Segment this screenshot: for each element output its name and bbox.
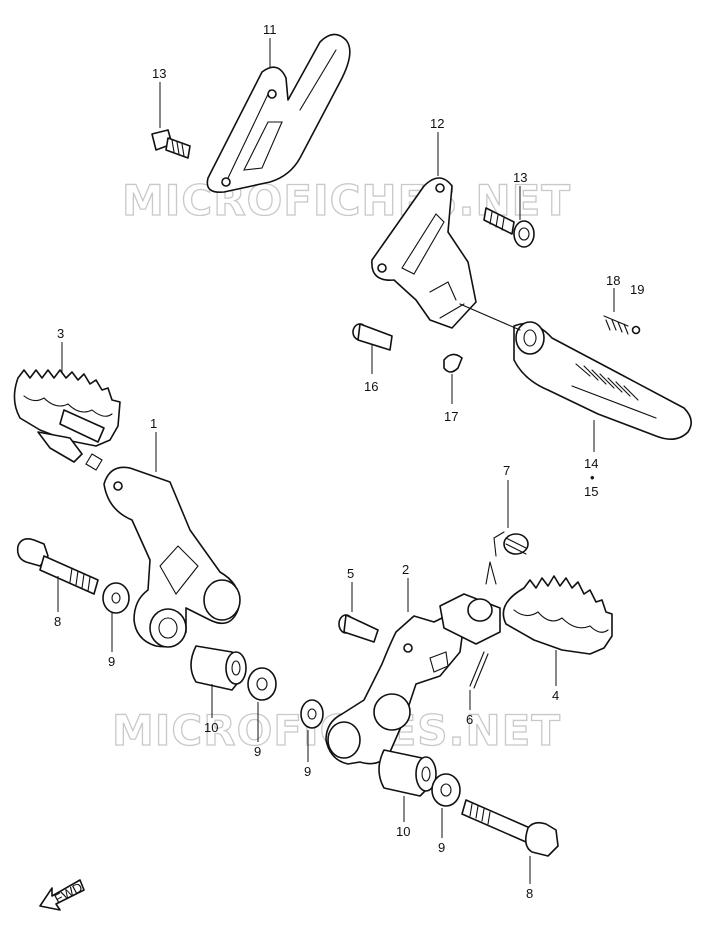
- label-13-right: 13: [513, 170, 527, 185]
- part-5-pin: [338, 614, 379, 643]
- label-19: 19: [630, 282, 644, 297]
- label-8-left: 8: [54, 614, 61, 629]
- part-4-footpeg-right: [439, 561, 613, 655]
- part-13-bolt-left: [151, 129, 191, 159]
- part-14-footpeg-right: [513, 321, 692, 440]
- part-19-ball: [631, 325, 641, 335]
- part-16-pin: [352, 323, 393, 351]
- label-11: 11: [263, 22, 277, 37]
- part-13-bolt-right: [483, 207, 535, 248]
- part-9-washer-right-1: [300, 699, 324, 729]
- label-5: 5: [347, 566, 354, 581]
- label-10-left: 10: [204, 720, 218, 735]
- part-9-washer-left-2: [247, 667, 277, 701]
- label-14-dot: •: [590, 470, 595, 485]
- part-3-footpeg-left: [13, 369, 121, 463]
- label-12: 12: [430, 116, 444, 131]
- part-9-washer-right-2: [431, 773, 461, 807]
- label-18: 18: [606, 273, 620, 288]
- part-18-spring: [603, 315, 629, 335]
- part-1-bracket-left: [85, 453, 241, 648]
- label-9-right-1: 9: [304, 764, 311, 779]
- part-8-bolt-right: [461, 799, 559, 857]
- part-10-bushing-left: [190, 645, 247, 691]
- label-14: 14: [584, 456, 598, 471]
- label-4: 4: [552, 688, 559, 703]
- label-17: 17: [444, 409, 458, 424]
- label-6: 6: [466, 712, 473, 727]
- label-9-left-1: 9: [108, 654, 115, 669]
- part-2-bracket-right: [325, 613, 465, 765]
- part-8-bolt-left: [16, 538, 99, 595]
- part-6-cotter-pin: [469, 651, 489, 689]
- part-10-bushing-right: [378, 749, 437, 797]
- label-15: 15: [584, 484, 598, 499]
- label-3: 3: [57, 326, 64, 341]
- label-2: 2: [402, 562, 409, 577]
- part-7-spring: [493, 531, 529, 557]
- label-10-right: 10: [396, 824, 410, 839]
- connector-12-14: [459, 303, 521, 331]
- label-1: 1: [150, 416, 157, 431]
- label-13-left: 13: [152, 66, 166, 81]
- leader-lines: [57, 38, 615, 884]
- label-8-right: 8: [526, 886, 533, 901]
- label-9-left-2: 9: [254, 744, 261, 759]
- fwd-label: FWD: [52, 879, 85, 906]
- part-9-washer-left-1: [102, 582, 130, 614]
- label-16: 16: [364, 379, 378, 394]
- label-7: 7: [503, 463, 510, 478]
- part-11-bracket: [206, 33, 351, 194]
- label-9-right-2: 9: [438, 840, 445, 855]
- fwd-arrow-icon: FWD: [39, 879, 85, 911]
- part-17-clip: [443, 353, 463, 373]
- part-12-bracket: [371, 177, 477, 329]
